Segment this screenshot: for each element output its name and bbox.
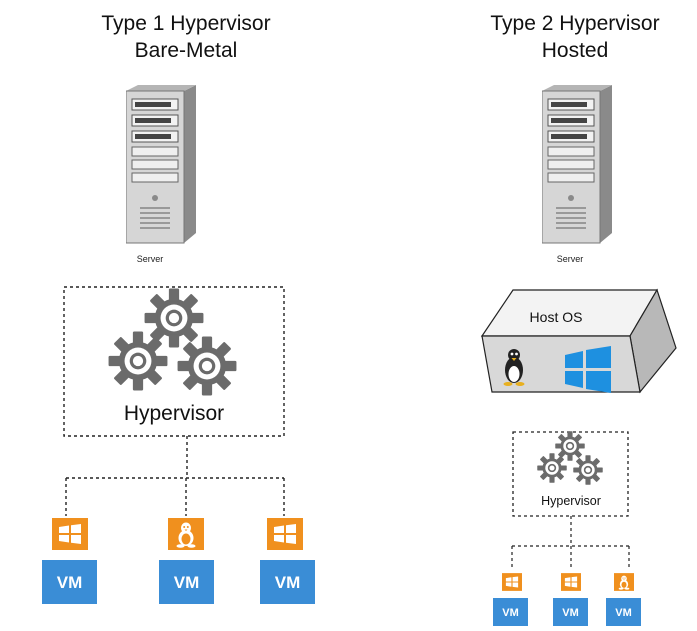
type2-vm3-label: VM xyxy=(615,607,632,619)
type1-vm3-box xyxy=(260,560,315,604)
type1-title-line1: Type 1 Hypervisor xyxy=(101,12,271,35)
type2-hypervisor-label: Hypervisor xyxy=(541,494,601,508)
type2-vm2-windows-icon xyxy=(561,573,581,591)
type1-hypervisor-box xyxy=(63,286,285,437)
type1-vm2-box xyxy=(159,560,214,604)
type2-title-line2: Hosted xyxy=(541,39,609,62)
type1-title-line2: Bare-Metal xyxy=(134,39,238,62)
type1-vm2-label: VM xyxy=(174,573,200,592)
type2-title: Type 2 Hypervisor Hosted xyxy=(460,10,690,64)
type1-vm3-windows-icon xyxy=(267,518,303,550)
type1-vm3-label: VM xyxy=(275,573,301,592)
type1-vm1-box xyxy=(42,560,97,604)
windows-logo-icon xyxy=(565,346,611,393)
type1-gear-icon xyxy=(177,336,237,396)
type2-gear-icon xyxy=(573,455,603,485)
type2-vm1-label: VM xyxy=(502,607,519,619)
type1-hypervisor-label: Hypervisor xyxy=(124,402,224,425)
type1-title: Type 1 Hypervisor Bare-Metal xyxy=(66,10,306,64)
type2-hypervisor-box xyxy=(512,431,629,517)
type1-vm1-windows-icon xyxy=(52,518,88,550)
type2-server-icon xyxy=(542,85,613,244)
type1-server-label: Server xyxy=(137,254,164,264)
type2-vm1-box xyxy=(493,598,528,626)
type2-vm3-box xyxy=(606,598,641,626)
type2-vm3-linux-icon xyxy=(614,573,634,591)
type2-vm2-box xyxy=(553,598,588,626)
type1-vm1-label: VM xyxy=(57,573,83,592)
host-os-label: Host OS xyxy=(530,309,583,325)
type2-vm1-windows-icon xyxy=(502,573,522,591)
type1-server-icon xyxy=(126,85,197,244)
type2-gear-icon xyxy=(537,453,567,483)
tux-icon xyxy=(503,349,525,386)
type2-connectors xyxy=(511,516,630,570)
type2-title-line1: Type 2 Hypervisor xyxy=(490,12,660,35)
type1-gear-icon xyxy=(108,331,168,391)
type1-connectors xyxy=(65,436,285,516)
type2-vm2-label: VM xyxy=(562,607,579,619)
type1-vm2-linux-icon xyxy=(168,518,204,550)
type2-gear-icon xyxy=(555,431,585,461)
type2-server-label: Server xyxy=(557,254,584,264)
